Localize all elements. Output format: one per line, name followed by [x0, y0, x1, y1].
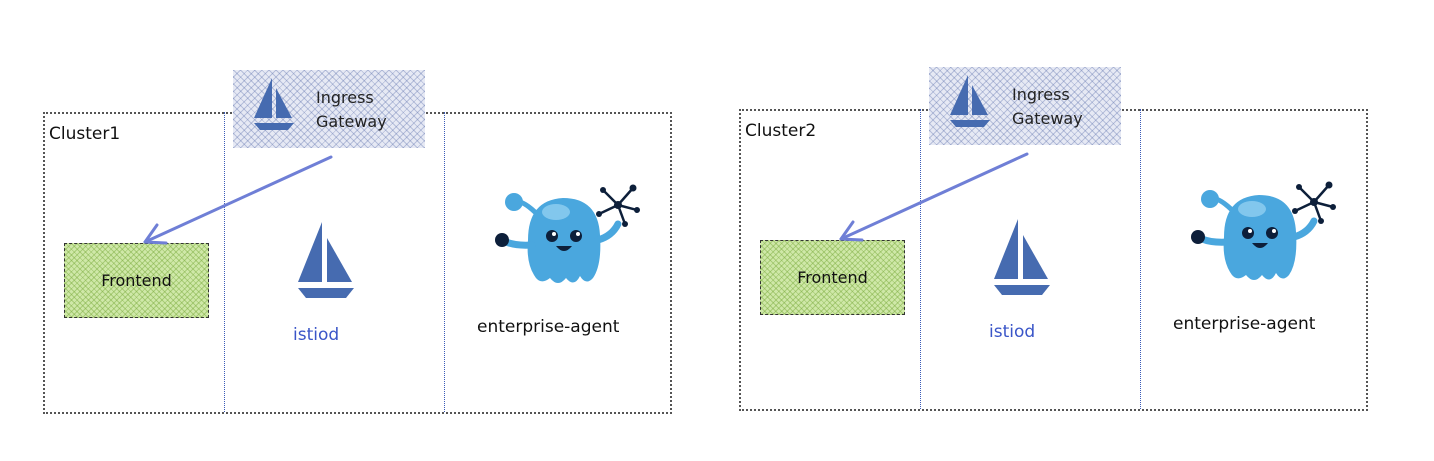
cluster-1-label: Cluster1: [49, 124, 121, 144]
cluster-2-gloo-mascot-icon: [1191, 190, 1318, 280]
cluster-1-gateway-to-frontend-arrow: [143, 155, 333, 245]
cluster-1-divider-1: [224, 112, 225, 412]
cluster-1-istiod-sail-icon: [298, 222, 354, 298]
cluster-1-gateway-label: Ingress Gateway: [316, 88, 387, 131]
cluster-2-gateway-label: Ingress Gateway: [1012, 85, 1083, 128]
cluster-2-divider-2: [1140, 109, 1141, 409]
cluster-2-gateway-to-frontend-arrow: [839, 152, 1029, 242]
cluster-2-frontend-label: Frontend: [797, 268, 868, 287]
cluster-1-network-graph-icon: [596, 184, 640, 227]
cluster-1-frontend-box: Frontend: [64, 243, 209, 318]
cluster-1-gateway-sail-icon: [254, 78, 294, 130]
cluster-1-gloo-mascot-icon: [495, 193, 622, 283]
cluster-1-divider-2: [444, 112, 445, 412]
cluster-2-network-graph-icon: [1292, 181, 1336, 224]
cluster-1-istiod-label: istiod: [293, 325, 340, 345]
cluster-2-istiod-label: istiod: [989, 322, 1036, 342]
cluster-2-frontend-box: Frontend: [760, 240, 905, 315]
cluster-2-agent-label: enterprise-agent: [1173, 314, 1316, 334]
cluster-2-istiod-sail-icon: [994, 219, 1050, 295]
cluster-1-frontend-label: Frontend: [101, 271, 172, 290]
cluster-2-divider-1: [920, 109, 921, 409]
cluster-2-label: Cluster2: [745, 121, 817, 141]
cluster-2-gateway-sail-icon: [950, 75, 990, 127]
cluster-1-agent-label: enterprise-agent: [477, 317, 620, 337]
